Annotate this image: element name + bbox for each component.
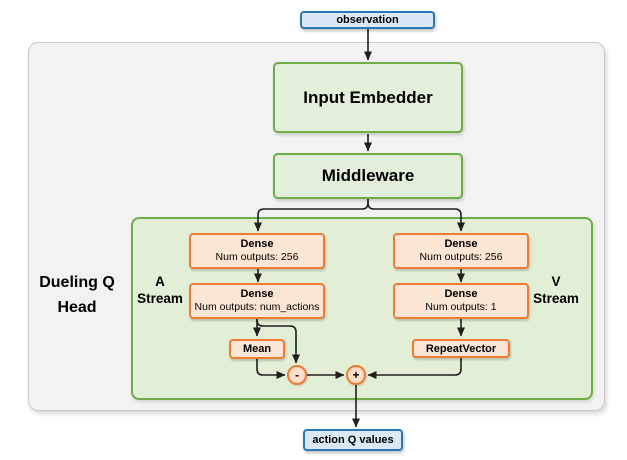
node-dense-v-stream-1: Dense Num outputs: 256 [393, 233, 529, 269]
node-dense-a-stream-2: Dense Num outputs: num_actions [189, 283, 325, 319]
label-line: Head [57, 299, 97, 316]
label-line: A [155, 274, 165, 289]
dense-layer-title: Dense [444, 237, 478, 250]
node-dense-a-stream-1: Dense Num outputs: 256 [189, 233, 325, 269]
arrow-dense-a2-to-subtract [256, 319, 300, 364]
node-middleware: Middleware [273, 153, 463, 199]
node-mean: Mean [229, 339, 285, 359]
dense-layer-outputs: Num outputs: num_actions [194, 301, 320, 314]
subtract-op-node: - [287, 365, 307, 385]
node-input-embedder: Input Embedder [273, 62, 463, 133]
arrow-middleware-to-dense-v1 [367, 199, 465, 232]
label-line: Stream [533, 291, 579, 306]
label-line: Stream [137, 291, 183, 306]
dense-layer-title: Dense [240, 237, 274, 250]
arrow-mean-to-subtract [256, 359, 286, 379]
node-dense-v-stream-2: Dense Num outputs: 1 [393, 283, 529, 319]
node-action-q-values: action Q values [303, 429, 403, 451]
node-observation: observation [300, 11, 435, 29]
a-stream-label: A Stream [130, 273, 190, 307]
dense-layer-outputs: Num outputs: 1 [425, 301, 497, 314]
label-line: Dueling Q [39, 274, 115, 291]
dense-layer-outputs: Num outputs: 256 [419, 251, 503, 264]
add-op-node: + [346, 365, 366, 385]
arrow-repeatvector-to-add [367, 358, 462, 379]
dense-layer-title: Dense [240, 287, 274, 300]
label-line: V [551, 274, 561, 289]
dense-layer-title: Dense [444, 287, 478, 300]
arrow-middleware-to-dense-a1 [254, 199, 369, 232]
node-repeat-vector: RepeatVector [412, 339, 510, 358]
v-stream-label: V Stream [526, 273, 586, 307]
dueling-q-head-label: Dueling Q Head [25, 270, 129, 320]
dense-layer-outputs: Num outputs: 256 [215, 251, 299, 264]
